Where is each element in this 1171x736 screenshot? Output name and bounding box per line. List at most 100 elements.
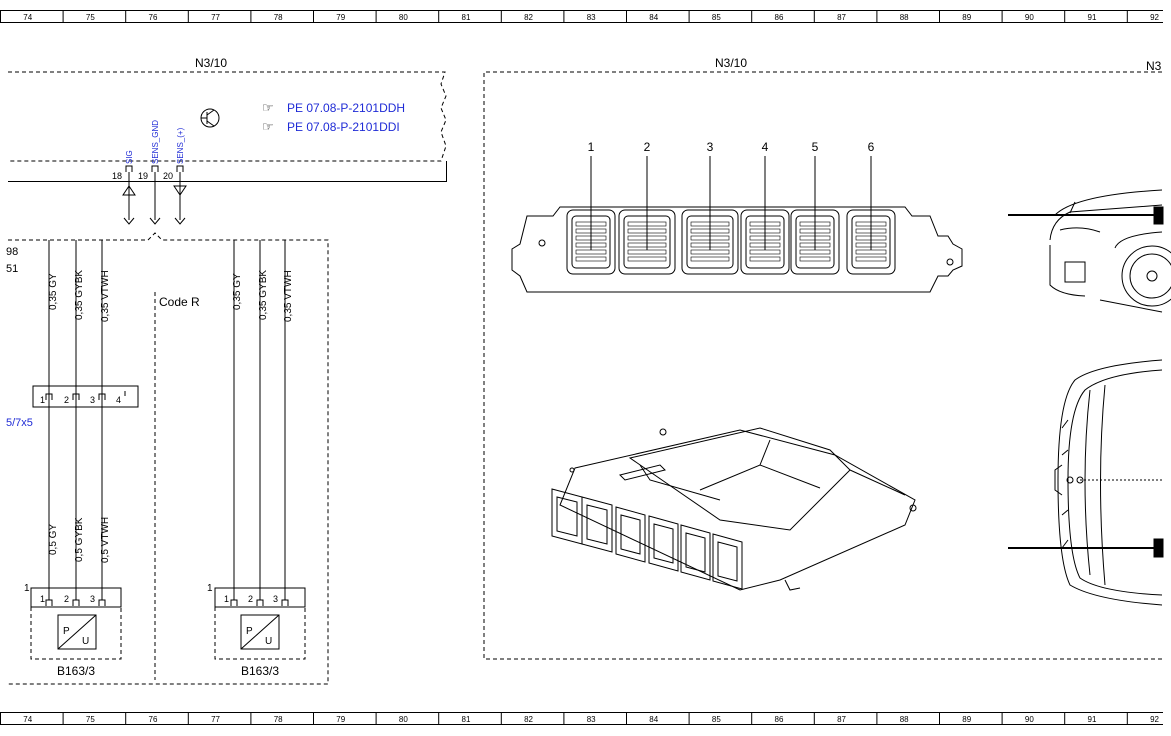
reference-link-1[interactable]: ☞ PE 07.08-P-2101DDH — [262, 100, 405, 115]
connector-number: 2 — [644, 140, 651, 154]
wire-label: 0,5 GY — [48, 524, 59, 555]
ecu-pin-row — [627, 221, 667, 227]
ruler-cell-label: 74 — [23, 13, 32, 22]
ruler-cell-label: 85 — [712, 715, 721, 724]
ecu-connector-face — [571, 215, 611, 269]
reference-text[interactable]: PE 07.08-P-2101DDH — [287, 101, 405, 115]
ecu-pin-row — [627, 235, 667, 241]
ecu-pin-row — [627, 256, 667, 262]
svg-text:P: P — [63, 626, 70, 637]
ecu-connector-face — [686, 215, 734, 269]
ecu-connector-face — [623, 215, 671, 269]
pin-number-18: 18 — [112, 171, 122, 181]
ruler-cell-label: 81 — [462, 13, 471, 22]
ruler-cell-label: 83 — [587, 715, 596, 724]
ruler-cell-label: 87 — [837, 13, 846, 22]
pressure-transducer-icon: P U — [57, 614, 97, 650]
ecu-pin-row — [627, 228, 667, 234]
ruler-cell-label: 84 — [649, 13, 658, 22]
ecu-pin-row — [575, 228, 607, 234]
wire-label: 0,5 GYBK — [74, 517, 85, 562]
ruler-cell-label: 78 — [274, 13, 283, 22]
ruler-cell-label: 91 — [1088, 715, 1097, 724]
ecu-pin-row — [799, 242, 831, 248]
code-label: Code R — [159, 295, 200, 309]
ecu-pin-row — [690, 249, 730, 255]
ruler-cell-label: 77 — [211, 715, 220, 724]
ecu-pin-row — [749, 221, 781, 227]
sensor-pin: 2 — [248, 594, 253, 604]
ecu-pin-row — [799, 235, 831, 241]
ruler-cell-label: 89 — [962, 715, 971, 724]
ruler-cell-label: 87 — [837, 715, 846, 724]
connector-pin: 1 — [40, 395, 45, 405]
svg-text:U: U — [82, 636, 89, 647]
ecu-pin-row — [575, 256, 607, 262]
ruler-cell-label: 79 — [336, 13, 345, 22]
component-label-right: N3/10 — [715, 56, 747, 70]
ecu-pin-row — [690, 235, 730, 241]
ruler-cell-label: 75 — [86, 13, 95, 22]
ruler-cell-label: 89 — [962, 13, 971, 22]
ecu-connector-face — [795, 215, 835, 269]
ecu-pin-row — [575, 221, 607, 227]
sensor-corner-label: 1 — [24, 583, 30, 594]
connector-number: 4 — [762, 140, 769, 154]
pin-signal-sens-gnd: SENS_GND — [151, 120, 160, 164]
connector-number: 5 — [812, 140, 819, 154]
sensor-pin: 2 — [64, 594, 69, 604]
ruler-cell-label: 88 — [900, 715, 909, 724]
ruler-cell-label: 80 — [399, 715, 408, 724]
ruler-cell-label: 92 — [1150, 715, 1159, 724]
connector-pin: 2 — [64, 395, 69, 405]
pressure-sensor-left: 1 1 2 3 P U B163/3 — [24, 583, 122, 678]
ruler-cell-label: 76 — [149, 13, 158, 22]
reference-link-2[interactable]: ☞ PE 07.08-P-2101DDI — [262, 119, 400, 134]
car-front-view — [1008, 189, 1171, 313]
connector-pin: 4 — [116, 395, 121, 405]
pressure-transducer-icon: P U — [240, 614, 280, 650]
reference-text[interactable]: PE 07.08-P-2101DDI — [287, 120, 400, 134]
edge-component-label: N3 — [1146, 59, 1162, 73]
pin-number-20: 20 — [163, 171, 173, 181]
connector-number: 1 — [588, 140, 595, 154]
connector-pin: 3 — [90, 395, 95, 405]
ruler-cell-label: 91 — [1088, 13, 1097, 22]
wire-label: 0,35 GYBK — [74, 270, 85, 320]
ecu-pin-row — [749, 235, 781, 241]
sensor-pin: 1 — [40, 594, 45, 604]
ruler-cell-label: 78 — [274, 715, 283, 724]
ecu-pin-row — [749, 256, 781, 262]
sensor-label: B163/3 — [57, 664, 95, 678]
ecu-pin-row — [575, 235, 607, 241]
sensor-corner-label: 1 — [207, 583, 213, 594]
ruler-cell-label: 86 — [775, 13, 784, 22]
ruler-cell-label: 74 — [23, 715, 32, 724]
ecu-pin-row — [799, 256, 831, 262]
intermediate-connector: 1 2 3 4 — [32, 385, 139, 408]
ecu-pin-row — [690, 228, 730, 234]
svg-text:U: U — [265, 636, 272, 647]
ruler-cell-label: 88 — [900, 13, 909, 22]
ruler-cell-label: 86 — [775, 715, 784, 724]
ecu-pin-row — [799, 221, 831, 227]
svg-text:P: P — [246, 626, 253, 637]
pin-number-19: 19 — [138, 171, 148, 181]
ecu-pin-row — [690, 242, 730, 248]
ecu-pin-row — [855, 221, 887, 227]
connector-reference[interactable]: 5/7x5 — [6, 417, 33, 429]
ecu-connector-face — [745, 215, 785, 269]
ecu-pin-row — [855, 228, 887, 234]
wire-label: 0,35 VTWH — [100, 270, 111, 322]
ruler-cell-label: 84 — [649, 715, 658, 724]
wire-label: 0,35 GY — [48, 273, 59, 310]
sensor-pin: 1 — [224, 594, 229, 604]
pointing-hand-icon: ☞ — [262, 119, 274, 134]
ecu-pin-row — [690, 256, 730, 262]
wire-label: 0,5 VTWH — [100, 517, 111, 563]
ecu-pin-row — [575, 242, 607, 248]
